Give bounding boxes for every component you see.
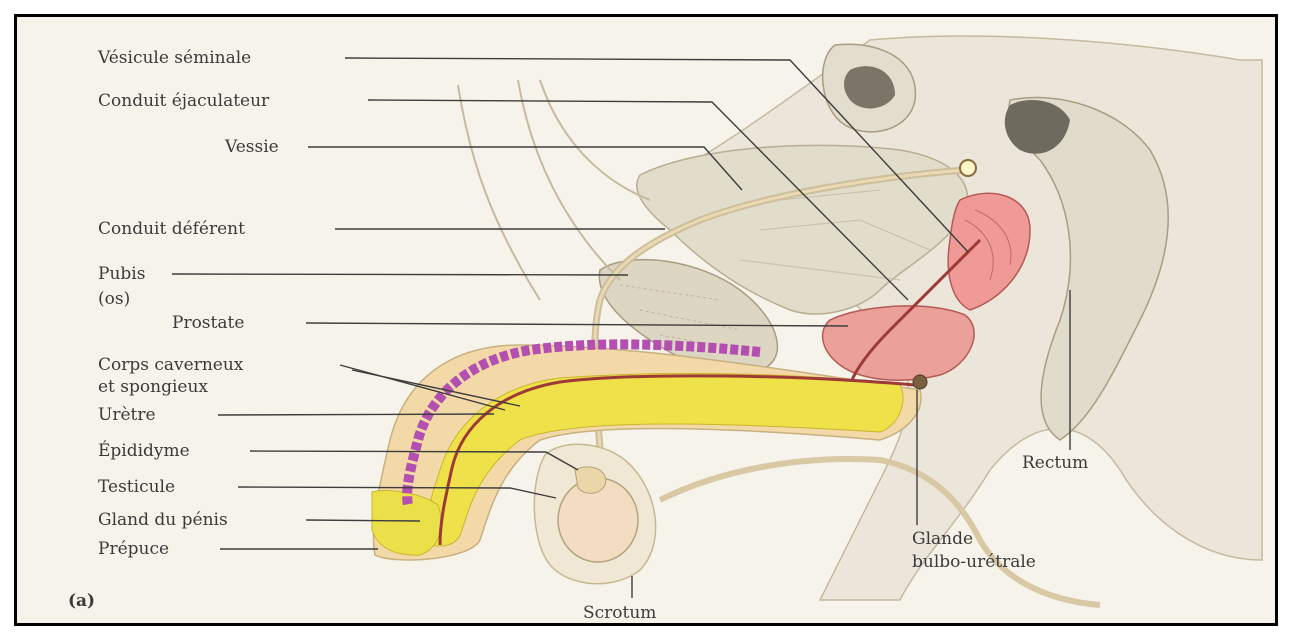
label-prostate: Prostate xyxy=(172,313,244,333)
label-conduit-deferent: Conduit déférent xyxy=(98,219,245,239)
prostate-gland xyxy=(823,306,975,380)
ureter-section xyxy=(960,160,976,176)
anatomy-illustration xyxy=(372,36,1262,605)
label-pubis-os: (os) xyxy=(98,289,130,309)
label-figure-tag: (a) xyxy=(68,591,95,611)
label-glande: Glande xyxy=(912,529,973,549)
label-vessie: Vessie xyxy=(224,137,279,157)
label-epididyme: Épididyme xyxy=(98,440,190,461)
label-bulbo-uretrale: bulbo-urétrale xyxy=(912,552,1036,572)
label-et-spongieux: et spongieux xyxy=(98,377,208,397)
label-conduit-ejaculateur: Conduit éjaculateur xyxy=(98,91,270,111)
label-vesicule-seminale: Vésicule séminale xyxy=(97,48,251,68)
label-pubis: Pubis xyxy=(98,264,145,284)
label-testicule: Testicule xyxy=(98,477,175,497)
epididymis-shape xyxy=(575,467,606,493)
leader-pubis xyxy=(172,274,628,275)
label-prepuce: Prépuce xyxy=(98,539,169,559)
label-uretre: Urètre xyxy=(98,405,156,425)
label-rectum: Rectum xyxy=(1022,453,1088,473)
label-gland-du-penis: Gland du pénis xyxy=(98,510,228,530)
leader-gland xyxy=(306,520,420,521)
bulbourethral-gland xyxy=(913,375,927,389)
label-corps-caverneux: Corps caverneux xyxy=(98,355,244,375)
label-scrotum: Scrotum xyxy=(583,603,656,623)
